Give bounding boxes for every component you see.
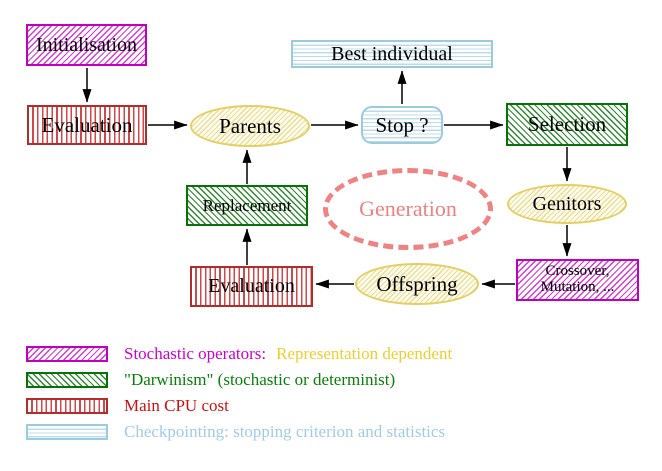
node-parents-label: Parents xyxy=(219,113,281,138)
node-crossover-mutation-label: Crossover, Mutation, ... xyxy=(540,263,615,296)
legend-swatch-red-vertical-lines-icon xyxy=(26,398,108,414)
legend-row-darwinism: "Darwinism" (stochastic or determinist) xyxy=(26,370,396,389)
legend-label-darwinism: "Darwinism" (stochastic or determinist) xyxy=(124,370,396,389)
node-evaluation-bottom-label: Evaluation xyxy=(208,275,295,297)
legend-swatch-magenta-diagonal-hatch-icon xyxy=(26,346,108,362)
legend-label-stochastic-operators: Stochastic operators: xyxy=(124,344,267,363)
node-evaluation-bottom: Evaluation xyxy=(190,266,313,307)
node-offspring: Offspring xyxy=(355,263,479,305)
node-selection-label: Selection xyxy=(527,112,607,137)
node-replacement-label: Replacement xyxy=(202,195,292,215)
generation-label: Generation xyxy=(359,196,457,222)
legend-swatch-green-diagonal-hatch-icon xyxy=(26,372,108,388)
generation-cycle-ellipse: Generation xyxy=(323,168,493,250)
node-initialisation: Initialisation xyxy=(26,24,147,66)
node-best-individual-label: Best individual xyxy=(331,42,453,65)
legend-row-main-cpu-cost: Main CPU cost xyxy=(26,396,229,415)
legend-row-checkpointing: Checkpointing: stopping criterion and st… xyxy=(26,422,446,441)
node-evaluation-top-label: Evaluation xyxy=(41,112,133,137)
legend-row-stochastic-operators: Stochastic operators: Representation depe… xyxy=(26,344,452,364)
legend-label-checkpointing: Checkpointing: stopping criterion and st… xyxy=(124,422,446,441)
node-stop-label: Stop ? xyxy=(375,112,429,137)
legend-label-main-cpu-cost: Main CPU cost xyxy=(124,396,229,415)
crossover-line1: Crossover, xyxy=(545,263,610,280)
node-genitors-label: Genitors xyxy=(532,192,602,215)
node-offspring-label: Offspring xyxy=(376,271,458,296)
node-crossover-mutation: Crossover, Mutation, ... xyxy=(516,259,639,301)
node-selection: Selection xyxy=(506,103,628,146)
legend-swatch-cyan-horizontal-lines-icon xyxy=(26,424,108,440)
node-replacement: Replacement xyxy=(186,185,308,226)
node-initialisation-label: Initialisation xyxy=(35,33,138,56)
crossover-line2: Mutation, ... xyxy=(540,279,615,295)
node-evaluation-top: Evaluation xyxy=(27,105,147,145)
node-parents: Parents xyxy=(190,105,310,147)
legend-text-stochastic: Stochastic operators: Representation depe… xyxy=(124,344,452,364)
node-best-individual: Best individual xyxy=(291,40,493,68)
node-stop: Stop ? xyxy=(361,106,443,144)
node-genitors: Genitors xyxy=(507,184,627,224)
legend-label-representation-dependent: Representation dependent xyxy=(276,344,453,363)
